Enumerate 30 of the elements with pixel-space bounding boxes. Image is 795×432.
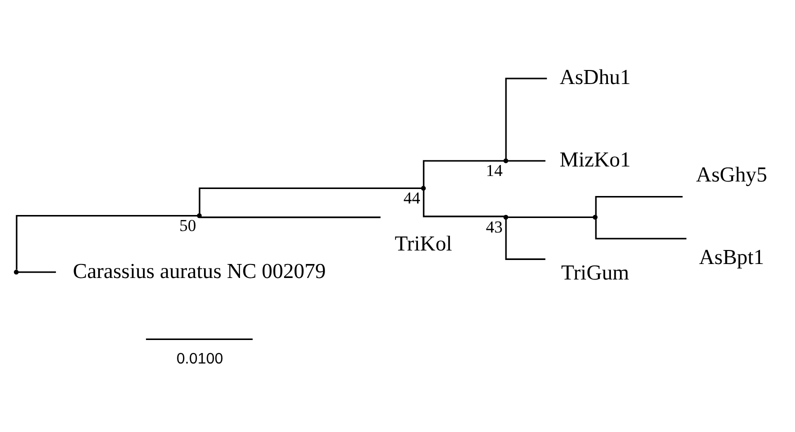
node-point bbox=[421, 185, 426, 190]
connector bbox=[505, 77, 547, 158]
connector bbox=[200, 216, 381, 218]
node-text: TriKol bbox=[394, 230, 452, 255]
connector bbox=[422, 190, 504, 217]
node-label: 14 bbox=[486, 160, 503, 180]
connector bbox=[508, 160, 546, 162]
node-label: 43 bbox=[486, 216, 503, 236]
node-point bbox=[503, 158, 508, 163]
connector bbox=[422, 160, 504, 186]
connector bbox=[595, 218, 686, 239]
node-text: Carassius auratus NC 002079 bbox=[72, 258, 326, 282]
connector bbox=[16, 214, 198, 270]
connector bbox=[595, 195, 683, 215]
connector bbox=[505, 218, 546, 260]
node-point bbox=[14, 269, 19, 274]
node-text: AsBpt1 bbox=[699, 244, 764, 269]
node-label: 44 bbox=[403, 188, 420, 207]
connector bbox=[198, 187, 422, 214]
node-text: MizKo1 bbox=[560, 147, 631, 171]
node-text: AsGhy5 bbox=[696, 162, 768, 186]
node-point bbox=[503, 214, 508, 220]
connector bbox=[18, 270, 56, 272]
node-text: AsDhu1 bbox=[560, 64, 631, 89]
node-point bbox=[196, 212, 202, 218]
node-point bbox=[592, 214, 598, 220]
connector bbox=[508, 216, 594, 218]
label: 0.0100 bbox=[176, 350, 224, 368]
node-label: 50 bbox=[179, 215, 196, 234]
node-text: TriGum bbox=[561, 260, 630, 284]
